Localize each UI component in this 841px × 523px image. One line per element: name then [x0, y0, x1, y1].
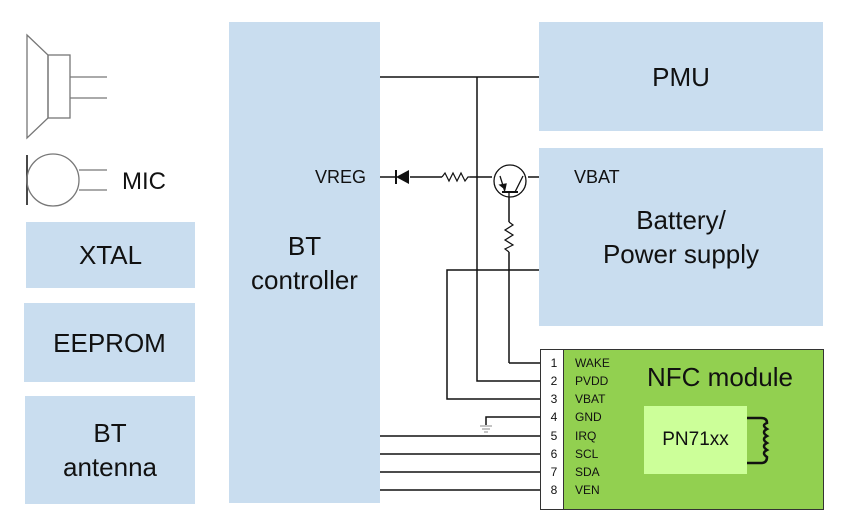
pin-number: 4: [550, 410, 558, 424]
pmu-block: PMU: [539, 22, 823, 131]
bt-antenna-label-line2: antenna: [63, 452, 157, 482]
pin-name: SCL: [575, 447, 599, 461]
bt-antenna-label-line1: BT: [93, 418, 127, 448]
pin-name: VBAT: [575, 392, 606, 406]
pin-name: SDA: [575, 465, 600, 479]
diode-icon: [395, 170, 409, 184]
nfc-module-block: NFC module PN71xx: [563, 349, 824, 510]
xtal-label: XTAL: [78, 240, 143, 270]
eeprom-label: EEPROM: [53, 327, 166, 358]
battery-block: Battery/ Power supply: [539, 148, 823, 326]
wire-vbat: [446, 269, 540, 400]
transistor-icon: [493, 164, 527, 198]
pin-number: 6: [550, 447, 558, 461]
vreg-pin-label: VREG: [315, 167, 367, 187]
battery-label-line1: Battery/: [636, 205, 726, 235]
speaker-icon: [26, 33, 107, 140]
pmu-label: PMU: [652, 61, 710, 92]
bt-controller-block: BT controller: [229, 22, 380, 503]
microphone-icon: [26, 153, 107, 207]
nfc-module-title: NFC module: [647, 362, 793, 392]
pin-number: 5: [550, 429, 558, 443]
wire-pvdd: [476, 77, 540, 382]
pn71xx-chip: PN71xx: [644, 406, 747, 474]
antenna-coil-icon: [747, 416, 770, 465]
pin-name: GND: [575, 410, 602, 424]
xtal-block: XTAL: [26, 222, 195, 288]
wires: [380, 76, 540, 491]
ground-icon: [480, 425, 492, 433]
pin-name: VEN: [575, 483, 600, 497]
eeprom-block: EEPROM: [24, 303, 195, 382]
bt-controller-label-line1: BT: [287, 230, 322, 261]
wire-gnd: [485, 416, 540, 425]
pin-number: 7: [550, 465, 558, 479]
bt-controller-label-line2: controller: [251, 264, 358, 295]
pin-number: 1: [550, 356, 558, 370]
pin-name: WAKE: [575, 356, 610, 370]
pn71xx-label: PN71xx: [662, 429, 729, 450]
pin-number: 8: [550, 483, 558, 497]
battery-label-line2: Power supply: [602, 239, 760, 269]
resistor-icon: [503, 221, 515, 253]
bt-antenna-block: BT antenna: [25, 396, 195, 504]
pin-name: IRQ: [575, 429, 597, 443]
mic-label: MIC: [122, 168, 166, 195]
pin-name: PVDD: [575, 374, 609, 388]
vbat-pin-label: VBAT: [574, 167, 620, 187]
pin-number: 3: [550, 392, 558, 406]
resistor-icon: [441, 171, 470, 183]
nfc-pin-column: [540, 349, 564, 510]
pin-number: 2: [550, 374, 558, 388]
